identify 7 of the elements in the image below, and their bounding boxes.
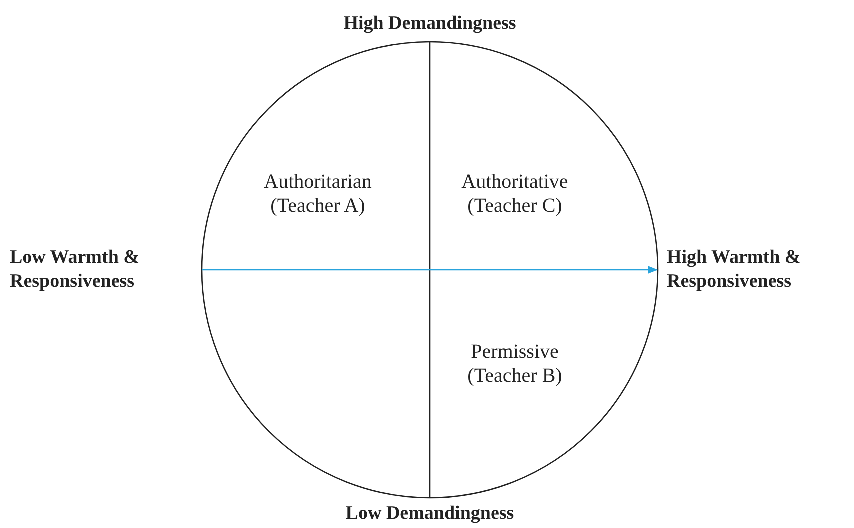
quadrant-label: Authoritarian (Teacher A)	[263, 170, 373, 218]
axis-label: Low Warmth & Responsiveness	[10, 246, 140, 294]
quadrant-label: Permissive (Teacher B)	[466, 340, 564, 388]
axis-label: High Demandingness	[342, 12, 518, 36]
quadrant-label: Authoritative (Teacher C)	[460, 170, 570, 218]
axis-label: Low Demandingness	[344, 502, 516, 526]
axis-label: High Warmth & Responsiveness	[667, 246, 802, 294]
